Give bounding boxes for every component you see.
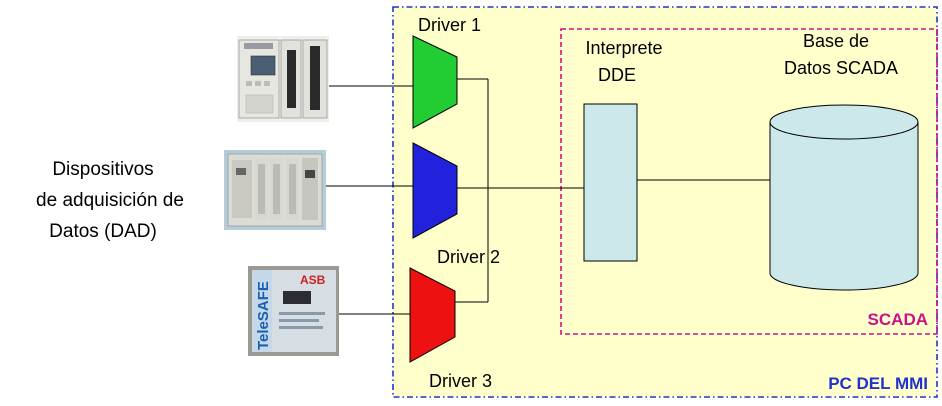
connection-lines: [324, 78, 770, 315]
driver-2-label: Driver 2: [437, 247, 500, 267]
database-cylinder: [769, 104, 919, 291]
interpreter-dde-box: [583, 103, 638, 262]
devices-label: Dispositivos de adquisición de Datos (DA…: [36, 159, 184, 242]
telesafe-brand-text: TeleSAFE: [255, 281, 272, 350]
device-plc-modular-image: [237, 36, 329, 122]
interpreter-label-line1: Interprete: [585, 38, 662, 58]
scada-label: SCADA: [868, 310, 928, 329]
driver-3-label: Driver 3: [429, 371, 492, 391]
telesafe-logo-text: ASB: [300, 273, 326, 287]
pc-mmi-label: PC DEL MMI: [828, 374, 928, 393]
driver-3-shape: [409, 267, 456, 363]
device-plc-rack-image: [224, 150, 326, 230]
device-telesafe-image: TeleSAFE ASB: [248, 266, 339, 356]
scada-box: [560, 28, 938, 335]
driver-1-label: Driver 1: [418, 15, 481, 35]
devices-label-line1: Dispositivos: [52, 159, 153, 180]
interpreter-label-line2: DDE: [598, 65, 636, 85]
driver-1-shape: [412, 35, 458, 129]
database-label-line2: Datos SCADA: [784, 58, 898, 78]
database-label-line1: Base de: [803, 31, 869, 51]
driver-2-shape: [412, 142, 458, 239]
devices-label-line3: Datos (DAD): [49, 221, 157, 242]
devices-label-line2: de adquisición de: [36, 190, 184, 211]
